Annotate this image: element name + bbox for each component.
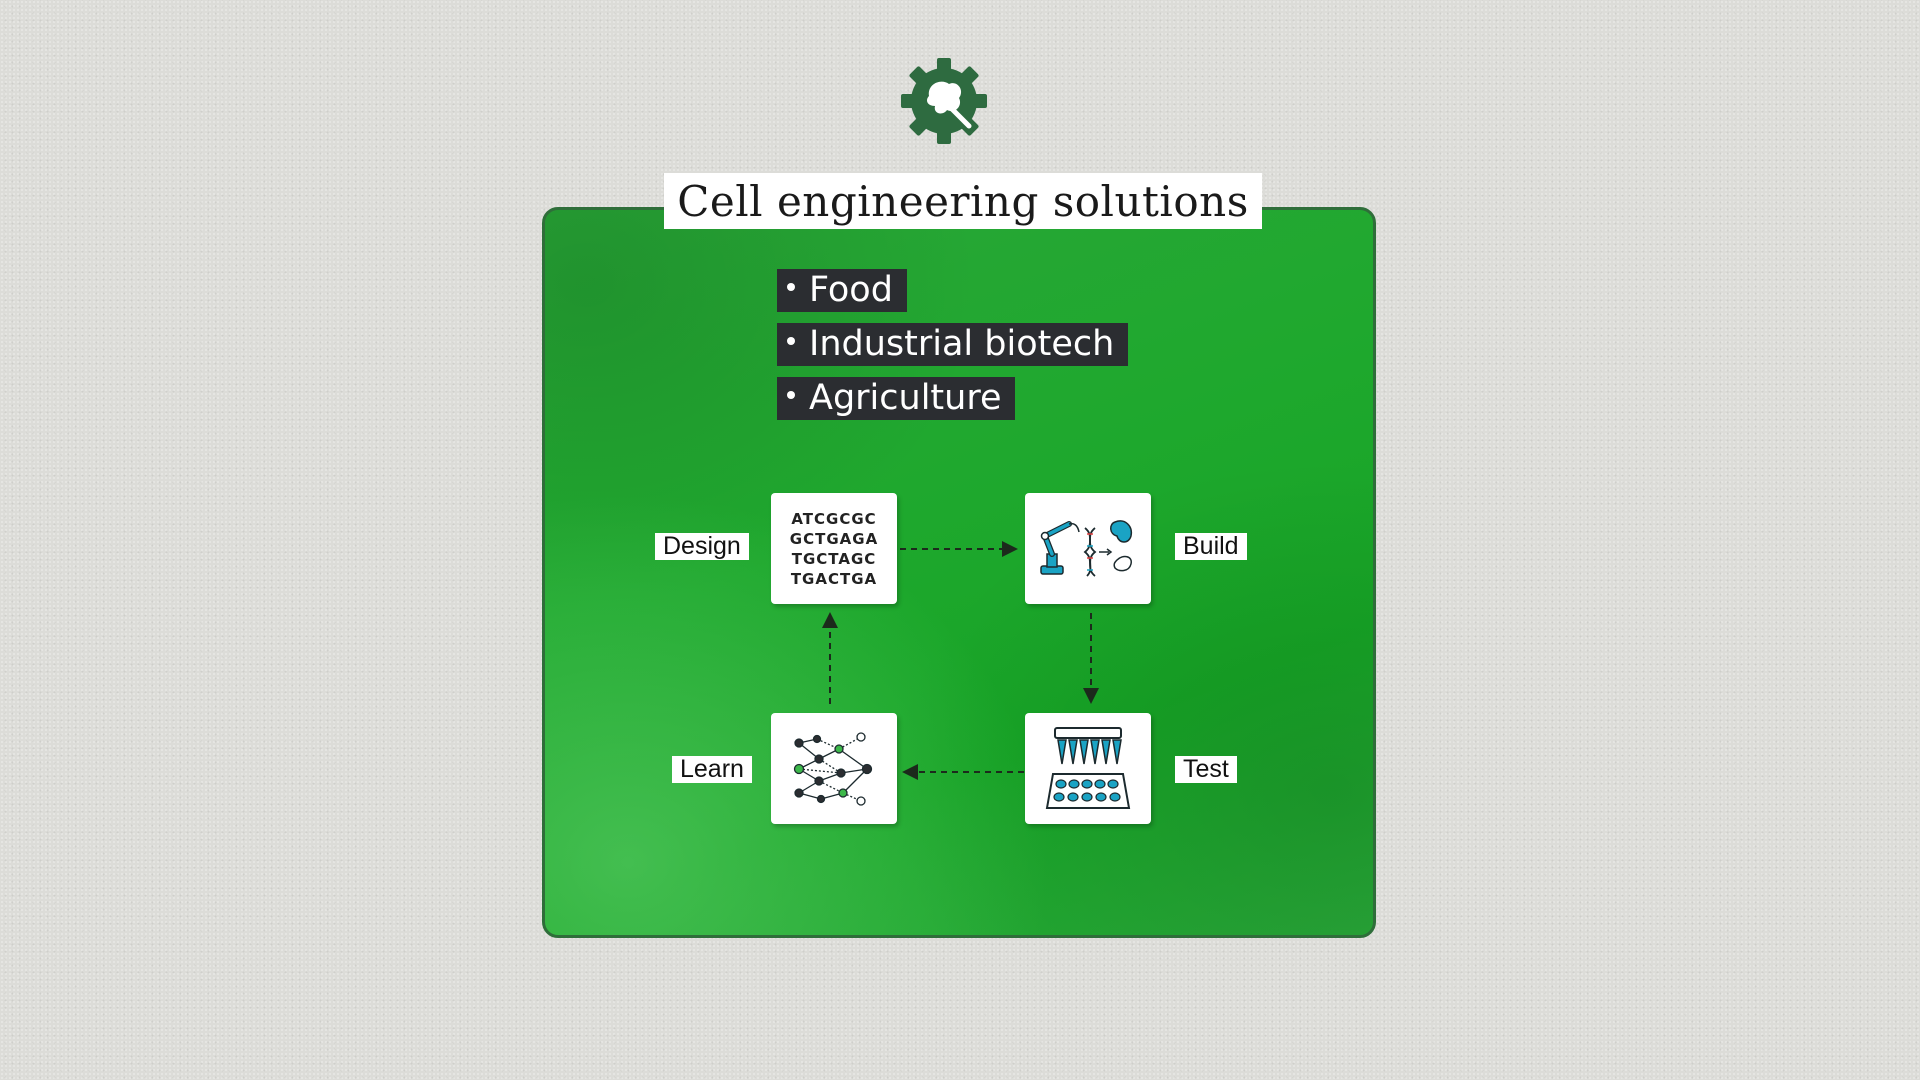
build-node [1025, 493, 1151, 604]
sequence-line: GCTGAGA [789, 529, 879, 548]
label-design: Design [655, 533, 749, 560]
bullet-label: Agriculture [809, 378, 1002, 418]
bullet-dot [787, 337, 795, 345]
bullet-label: Food [809, 270, 893, 310]
design-node: ATCGCGC GCTGAGA TGCTAGC TGACTGA [771, 493, 897, 604]
robot-arm-dna-cell-icon [1040, 519, 1133, 577]
neural-network-icon [793, 731, 873, 806]
bullet-food: Food [777, 269, 907, 312]
dna-sequence: ATCGCGC GCTGAGA TGCTAGC TGACTGA [790, 509, 878, 589]
bullet-dot [787, 283, 795, 291]
label-learn: Learn [672, 756, 752, 783]
sequence-line: ATCGCGC [791, 509, 877, 528]
bullet-industrial-biotech: Industrial biotech [777, 323, 1129, 366]
page-title: Cell engineering solutions [677, 176, 1249, 226]
bullet-agriculture: Agriculture [777, 377, 1016, 420]
test-node [1025, 713, 1151, 824]
gear-leaf-logo-icon [901, 58, 987, 144]
green-panel [542, 207, 1376, 938]
title-box: Cell engineering solutions [664, 173, 1262, 229]
sequence-line: TGACTGA [790, 569, 878, 588]
bullet-label: Industrial biotech [809, 324, 1115, 364]
label-build: Build [1175, 533, 1247, 560]
sequence-line: TGCTAGC [791, 549, 877, 568]
bullet-dot [787, 391, 795, 399]
learn-node [771, 713, 897, 824]
label-test: Test [1175, 756, 1237, 783]
pipette-well-plate-icon [1045, 726, 1131, 809]
